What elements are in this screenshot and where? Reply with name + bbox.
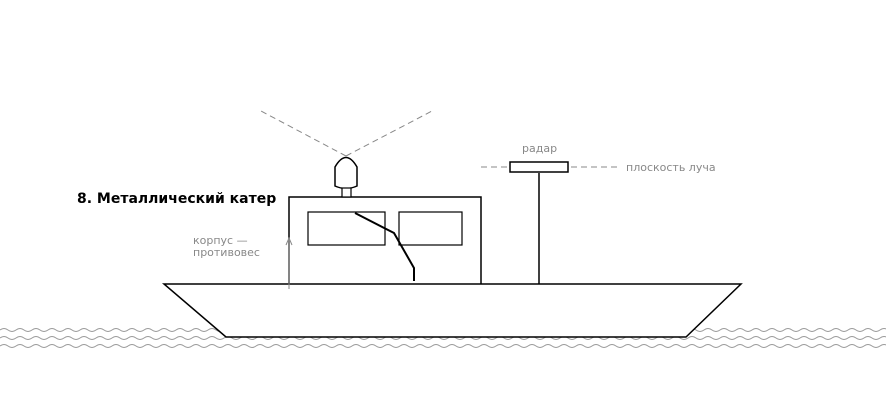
wave-line-2 [0,336,886,340]
radar-antenna [509,161,569,173]
antenna-dome [334,156,358,190]
cabin-window-left [307,211,386,246]
beam-guide-right [345,110,433,157]
hull-label-line1: корпус — [193,234,248,247]
boat-hull [161,283,743,338]
antenna-base [341,187,352,198]
wave-line-3 [0,344,886,348]
counterweight-arrowhead [285,236,293,246]
cabin-window-right [398,211,463,246]
diagram-title: 8. Металлический катер [77,191,276,207]
radar-label: радар [522,142,557,155]
antenna-cable [354,212,415,281]
beam-plane-label: плоскость луча [626,161,716,174]
beam-guide-left [260,110,347,157]
hull-label-line2: противовес [193,246,260,259]
